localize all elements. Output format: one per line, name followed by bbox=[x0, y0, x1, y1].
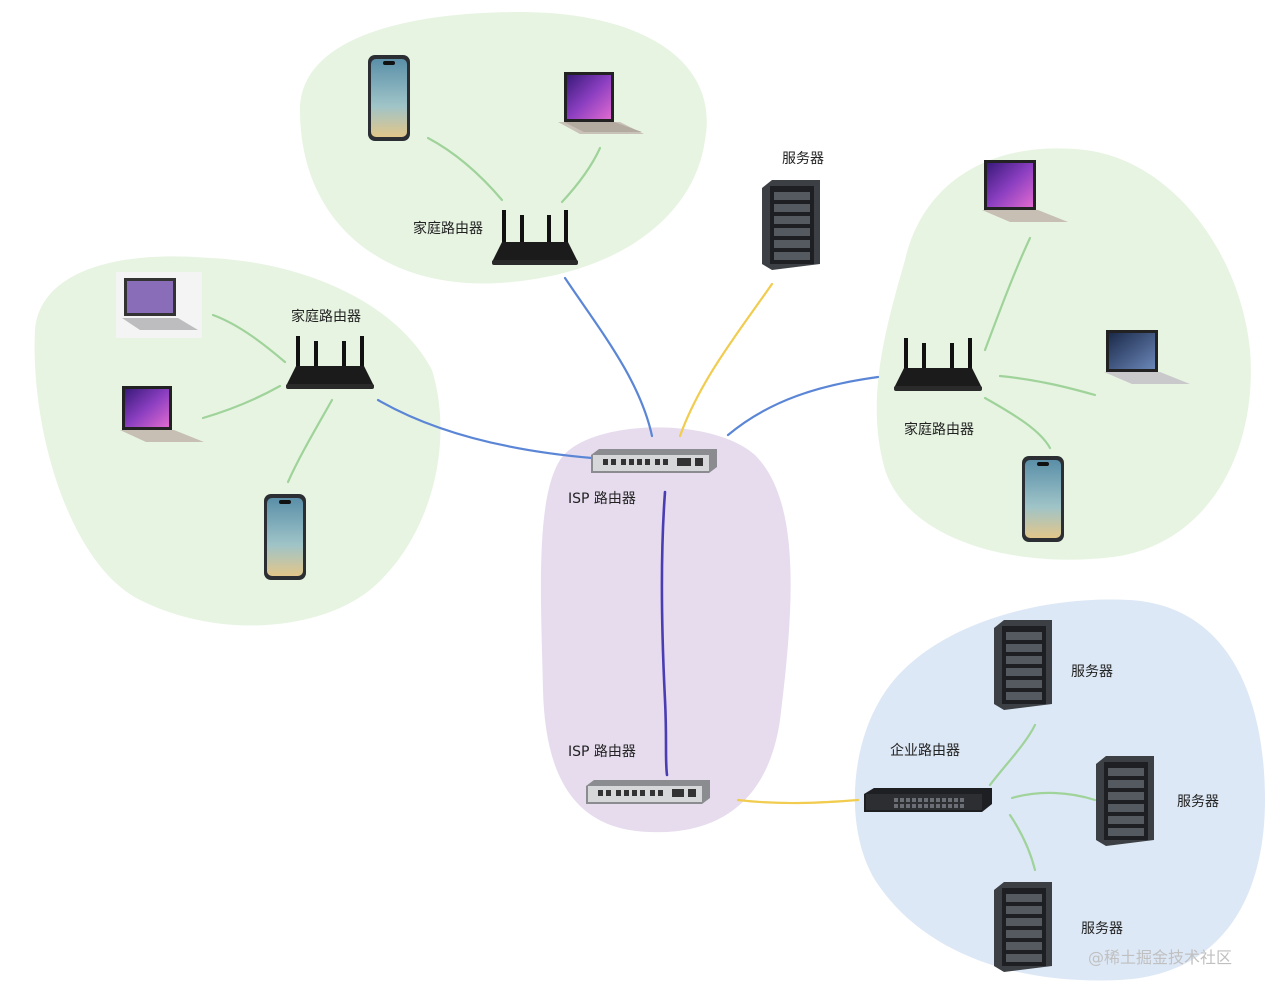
link-right-laptop1 bbox=[983, 236, 1032, 352]
home-router-left-icon bbox=[286, 336, 374, 389]
server-ent-1-label: 服务器 bbox=[1071, 664, 1113, 680]
server-ent-3-icon bbox=[994, 882, 1052, 972]
link-right-laptop2 bbox=[998, 374, 1097, 397]
link-isp-enterprise bbox=[736, 798, 860, 805]
phone-icon bbox=[368, 55, 410, 141]
link-right-phone bbox=[983, 396, 1052, 450]
enterprise-switch-icon bbox=[864, 788, 992, 812]
server-ent-1-icon bbox=[994, 620, 1052, 710]
watermark: @稀土掘金技术社区 bbox=[1088, 948, 1232, 967]
enterprise-router-label: 企业路由器 bbox=[890, 742, 960, 759]
link-isp-isp bbox=[660, 490, 669, 777]
link-ent-server1 bbox=[988, 723, 1037, 787]
enterprise-zone bbox=[854, 599, 1265, 981]
isp-router-bottom-icon bbox=[586, 780, 710, 804]
link-isp-home-top bbox=[563, 276, 654, 438]
server-top-label: 服务器 bbox=[782, 151, 824, 167]
laptop-icon bbox=[116, 272, 202, 338]
link-top-phone bbox=[426, 136, 504, 202]
phone-icon bbox=[1022, 456, 1064, 542]
link-top-laptop bbox=[560, 146, 602, 204]
link-left-laptop1 bbox=[211, 313, 287, 364]
server-ent-2-icon bbox=[1096, 756, 1154, 846]
home-router-right-icon bbox=[894, 338, 982, 391]
link-isp-home-left bbox=[376, 398, 594, 460]
laptop-icon bbox=[558, 72, 644, 134]
isp-router-bottom-label: ISP 路由器 bbox=[568, 744, 636, 760]
home-router-top-icon bbox=[492, 210, 578, 265]
link-ent-server3 bbox=[1008, 813, 1037, 872]
home-router-right-label: 家庭路由器 bbox=[904, 421, 974, 438]
link-left-laptop2 bbox=[201, 384, 282, 420]
laptop-icon bbox=[120, 386, 204, 442]
link-ent-server2 bbox=[1010, 791, 1097, 802]
link-isp-server-top bbox=[678, 282, 774, 438]
isp-zone bbox=[540, 427, 791, 833]
isp-router-top-label: ISP 路由器 bbox=[568, 491, 636, 507]
laptop-icon bbox=[1104, 330, 1190, 384]
phone-icon bbox=[264, 494, 306, 580]
home-router-top-label: 家庭路由器 bbox=[413, 220, 483, 237]
laptop-icon bbox=[982, 160, 1068, 222]
home-zone-left bbox=[34, 256, 441, 626]
home-zone-right bbox=[876, 148, 1251, 560]
home-router-left-label: 家庭路由器 bbox=[291, 308, 361, 325]
server-ent-3-label: 服务器 bbox=[1081, 921, 1123, 937]
link-isp-home-right bbox=[726, 375, 880, 437]
server-ent-2-label: 服务器 bbox=[1177, 794, 1219, 810]
isp-router-top-icon bbox=[591, 449, 717, 473]
link-left-phone bbox=[286, 398, 334, 484]
server-top-icon bbox=[762, 180, 820, 270]
